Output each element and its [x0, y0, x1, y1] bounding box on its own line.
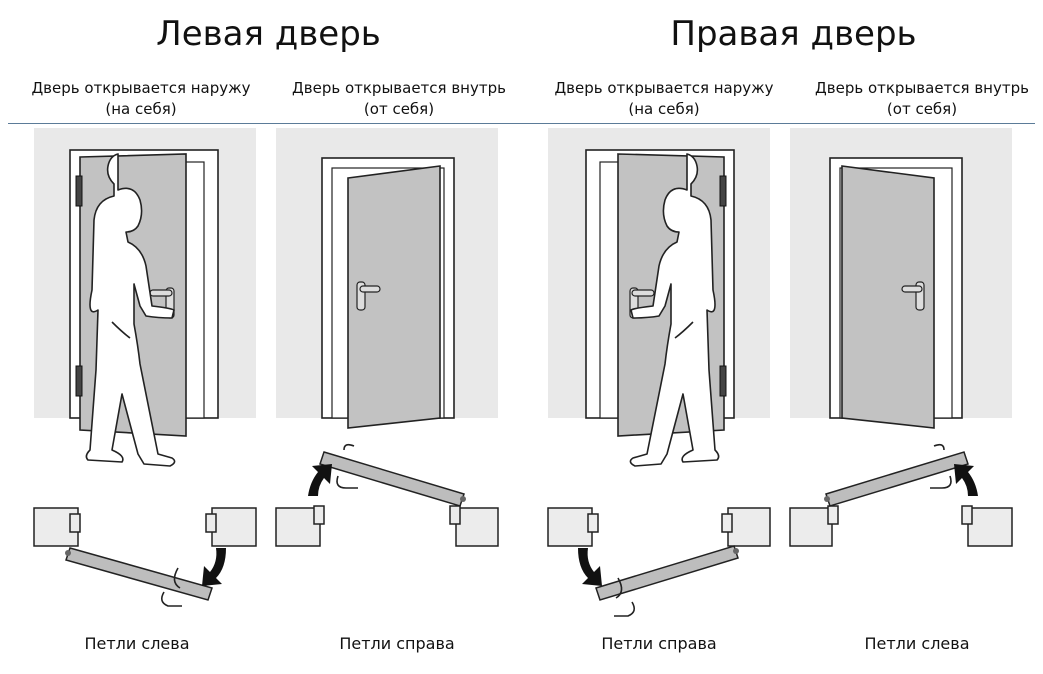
swing-arrow-icon — [202, 548, 226, 586]
wall-block — [727, 507, 771, 547]
panel-right-outward — [547, 128, 771, 617]
swing-arrow-icon — [578, 548, 602, 586]
subtitle-line1: Дверь открывается наружу — [31, 79, 251, 97]
panel-right-inward — [789, 128, 1013, 547]
panel-left-inward — [275, 128, 499, 547]
hinge-icon — [460, 496, 466, 502]
caption-hinges-right: Петли справа — [601, 634, 717, 653]
wall-block — [547, 507, 593, 547]
door-leaf — [347, 165, 441, 429]
subtitle-line2: (от себя) — [886, 100, 958, 118]
subtitle-line1: Дверь открывается внутрь — [815, 79, 1029, 97]
header-divider — [8, 123, 1035, 124]
door-handle-icon — [336, 443, 358, 489]
door-leaf-plan — [65, 547, 213, 601]
door-leaf-plan — [319, 451, 465, 507]
hinge-icon — [824, 496, 830, 502]
subtitle-right-inward: Дверь открывается внутрь (от себя) — [797, 78, 1043, 120]
wall-block — [275, 507, 321, 547]
subtitle-left-outward: Дверь открывается наружу (на себя) — [16, 78, 266, 120]
door-handle-icon — [614, 577, 636, 617]
hinge-icon — [75, 175, 83, 207]
subtitle-line2: (на себя) — [628, 100, 700, 118]
door-handle-icon — [930, 443, 952, 489]
hinge-icon — [719, 365, 727, 397]
subtitle-right-outward: Дверь открывается наружу (на себя) — [539, 78, 789, 120]
hinge-icon — [65, 550, 71, 556]
subtitle-line2: (на себя) — [105, 100, 177, 118]
subtitle-line1: Дверь открывается внутрь — [292, 79, 506, 97]
wall-block — [789, 507, 833, 547]
caption-hinges-left: Петли слева — [84, 634, 190, 653]
subtitle-line2: (от себя) — [363, 100, 435, 118]
wall-block — [967, 507, 1013, 547]
caption-hinges-left: Петли слева — [864, 634, 970, 653]
door-leaf-plan — [825, 451, 969, 507]
door-leaf — [841, 165, 935, 429]
door-handle-icon — [160, 567, 182, 607]
subtitle-left-inward: Дверь открывается внутрь (от себя) — [274, 78, 524, 120]
hinge-icon — [719, 175, 727, 207]
left-door-title: Левая дверь — [156, 14, 381, 54]
door-handle-icon — [901, 281, 925, 311]
wall-block — [211, 507, 257, 547]
right-door-title: Правая дверь — [670, 14, 917, 54]
door-leaf-plan — [595, 545, 739, 601]
subtitle-line1: Дверь открывается наружу — [554, 79, 774, 97]
panel-left-outward — [33, 128, 257, 607]
wall-block — [455, 507, 499, 547]
caption-hinges-right: Петли справа — [339, 634, 455, 653]
hinge-icon — [733, 548, 739, 554]
door-handle-icon — [356, 281, 381, 311]
swing-arrow-icon — [954, 464, 978, 496]
hinge-icon — [75, 365, 83, 397]
swing-arrow-icon — [308, 464, 332, 496]
